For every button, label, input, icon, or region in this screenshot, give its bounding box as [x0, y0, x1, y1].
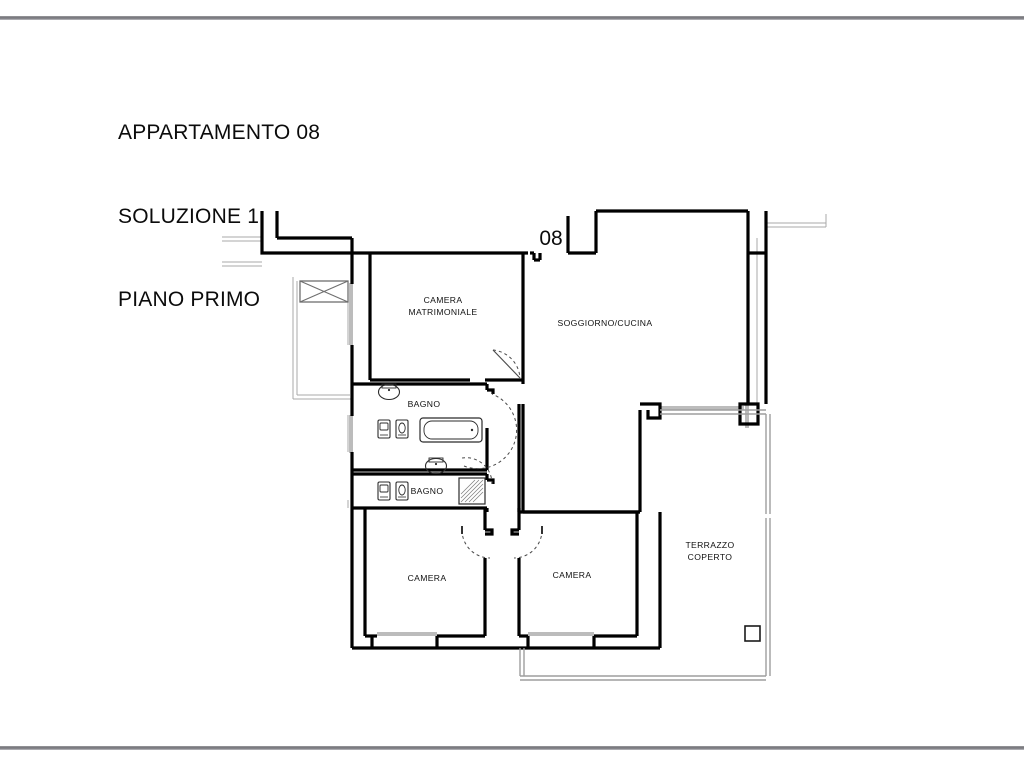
bagno-2-fixtures [377, 457, 486, 505]
title-line-floor: PIANO PRIMO [118, 287, 261, 311]
shower-icon [458, 477, 486, 505]
room-label-terrazzo-1: TERRAZZO [685, 540, 734, 550]
walls-main [260, 209, 768, 650]
toilet-icon [377, 419, 391, 439]
bagno-1-fixtures [377, 383, 483, 443]
title-line-solution: SOLUZIONE 1 [118, 204, 260, 228]
room-label-soggiorno-cucina: SOGGIORNO/CUCINA [558, 318, 653, 328]
room-label-bagno-1: BAGNO [408, 399, 441, 409]
top-divider-band [0, 16, 1024, 20]
bidet-icon [395, 481, 409, 501]
windows [349, 283, 749, 636]
walls-secondary [261, 211, 485, 509]
room-label-camera-matrimoniale-1: CAMERA [424, 295, 463, 305]
terrace-outline [519, 409, 771, 681]
door-swings [461, 349, 543, 559]
apartment-number-label: 08 [539, 227, 562, 250]
room-label-camera-matrimoniale-2: MATRIMONIALE [409, 307, 478, 317]
title-block: APPARTAMENTO 08 SOLUZIONE 1 PIANO PRIMO [118, 64, 320, 369]
bottom-divider-band [0, 746, 1024, 750]
room-label-terrazzo-2: COPERTO [688, 552, 733, 562]
toilet-icon [377, 481, 391, 501]
wall-ticks [461, 526, 543, 534]
title-line-apartment: APPARTAMENTO 08 [118, 121, 321, 145]
sink-icon [424, 457, 448, 475]
sink-icon [377, 383, 401, 401]
room-label-camera-2: CAMERA [553, 570, 592, 580]
room-labels: CAMERA MATRIMONIALE SOGGIORNO/CUCINA BAG… [408, 295, 735, 583]
column-icon [744, 625, 761, 642]
room-label-camera-1: CAMERA [408, 573, 447, 583]
bathtub-icon [419, 417, 483, 443]
room-label-bagno-2: BAGNO [411, 486, 444, 496]
bidet-icon [395, 419, 409, 439]
crossed-box-icon [299, 280, 349, 303]
